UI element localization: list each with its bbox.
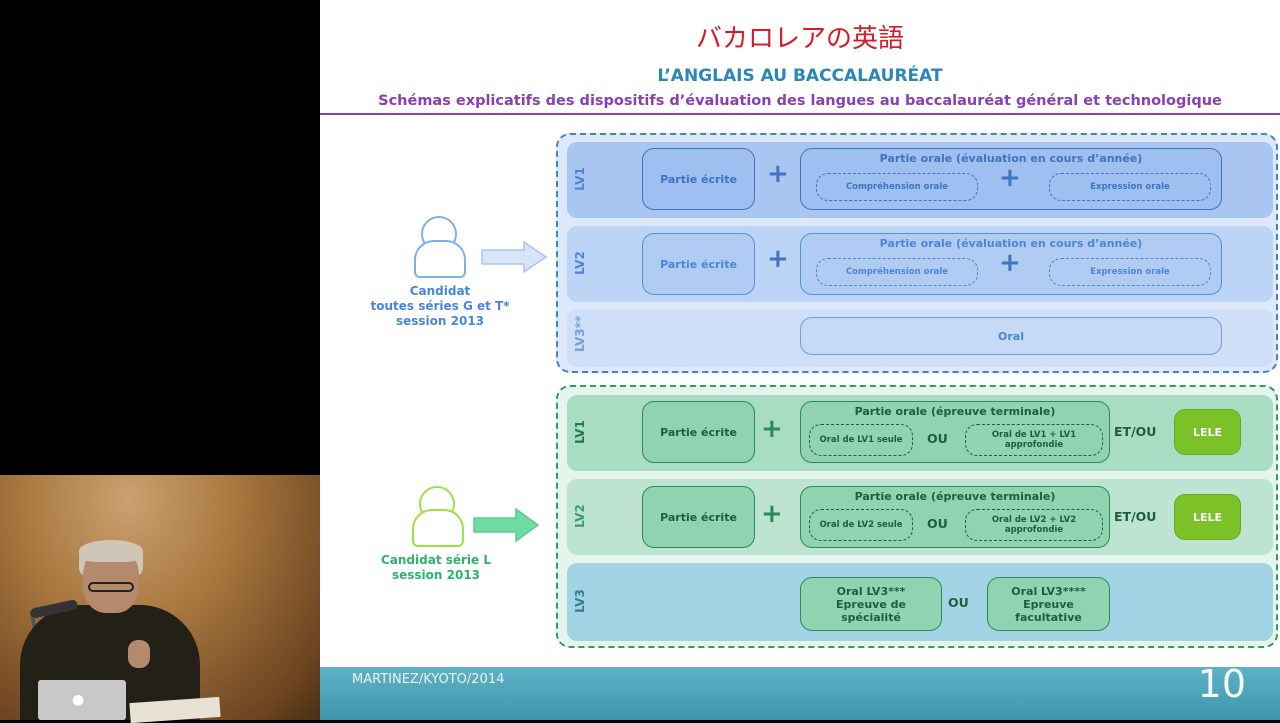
laptop xyxy=(38,680,126,720)
gt-lv1-partie-ecrite: Partie écrite xyxy=(642,148,755,210)
arrow-right-icon xyxy=(481,240,548,274)
plus-icon: + xyxy=(767,159,789,189)
speaker-glasses xyxy=(88,582,134,592)
candidat-l-line2: session 2013 xyxy=(391,568,481,582)
l-lv2-lele: LELE xyxy=(1175,495,1240,539)
plus-icon: + xyxy=(767,244,789,274)
l-row-lv3-label: LV3 xyxy=(573,589,587,613)
l-lv2-ou: OU xyxy=(927,516,948,531)
l-lv2-etou: ET/OU xyxy=(1114,509,1157,524)
l-lv1-lele: LELE xyxy=(1175,410,1240,454)
l-lv1-oral-seule: Oral de LV1 seule xyxy=(809,424,913,456)
candidat-gt-line2: toutes séries G et T* xyxy=(370,299,510,313)
l-lv2-oral-seule: Oral de LV2 seule xyxy=(809,509,913,541)
l-lv1-ou: OU xyxy=(927,431,948,446)
l-lv2-oral-approfondie: Oral de LV2 + LV2 approfondie xyxy=(965,509,1103,541)
apple-logo-icon: ● xyxy=(72,692,85,708)
gt-lv2-expression-orale: Expression orale xyxy=(1049,258,1211,286)
gt-lv1-expression-orale: Expression orale xyxy=(1049,173,1211,201)
gt-lv2-comprehension-orale: Compréhension orale xyxy=(816,258,978,286)
candidat-gt-label: Candidat toutes séries G et T* session 2… xyxy=(360,284,520,329)
l-lv2-partie-orale: Partie orale (épreuve terminale) Oral de… xyxy=(800,486,1110,548)
speaker-hair-top xyxy=(79,540,143,562)
gt-row-lv1-label: LV1 xyxy=(573,167,587,191)
footer-author: MARTINEZ/KYOTO/2014 xyxy=(352,672,505,687)
candidat-l-line1: Candidat série L xyxy=(380,553,492,567)
l-lv1-oral-approfondie: Oral de LV1 + LV1 approfondie xyxy=(965,424,1103,456)
l-lv1-partie-ecrite: Partie écrite xyxy=(642,401,755,463)
page-number: 10 xyxy=(1197,662,1246,706)
gt-lv1-oral-title: Partie orale (évaluation en cours d’anné… xyxy=(879,152,1143,165)
plus-icon: + xyxy=(761,499,783,529)
letterbox-area xyxy=(0,0,320,475)
plus-icon: + xyxy=(999,248,1021,278)
gt-row-lv2-label: LV2 xyxy=(573,251,587,275)
gt-lv3-oral: Oral xyxy=(800,317,1222,355)
l-lv3-ou: OU xyxy=(948,595,969,610)
candidat-l-label: Candidat série L session 2013 xyxy=(356,553,516,583)
l-lv1-etou: ET/OU xyxy=(1114,424,1157,439)
l-lv2-partie-ecrite: Partie écrite xyxy=(642,486,755,548)
presentation-slide: バカロレアの英語 L’ANGLAIS AU BACCALAURÉAT Schém… xyxy=(320,0,1280,720)
candidat-gt-line3: session 2013 xyxy=(395,314,485,328)
slide-title: バカロレアの英語 xyxy=(695,24,904,54)
l-row-lv1-label: LV1 xyxy=(573,420,587,444)
gt-lv1-partie-orale: Partie orale (évaluation en cours d’anné… xyxy=(800,148,1222,210)
plus-icon: + xyxy=(999,163,1021,193)
l-lv1-partie-orale: Partie orale (épreuve terminale) Oral de… xyxy=(800,401,1110,463)
l-lv3-oral-specialite: Oral LV3*** Epreuve de spécialité xyxy=(800,577,942,631)
heading-divider xyxy=(320,113,1280,115)
slide-footer: MARTINEZ/KYOTO/2014 10 xyxy=(320,662,1280,720)
slide-schemas-heading: Schémas explicatifs des dispositifs d’év… xyxy=(378,93,1222,109)
slide-subtitle: L’ANGLAIS AU BACCALAURÉAT xyxy=(657,66,943,86)
l-lv2-oral-title: Partie orale (épreuve terminale) xyxy=(854,490,1056,503)
gt-lv1-comprehension-orale: Compréhension orale xyxy=(816,173,978,201)
gt-row-lv3-label: LV3** xyxy=(573,315,587,352)
arrow-right-icon xyxy=(473,507,540,543)
l-lv3-oral-facultative: Oral LV3**** Epreuve facultative xyxy=(987,577,1110,631)
gt-lv2-oral-title: Partie orale (évaluation en cours d’anné… xyxy=(879,237,1143,250)
l-lv1-oral-title: Partie orale (épreuve terminale) xyxy=(854,405,1056,418)
candidat-gt-line1: Candidat xyxy=(409,284,471,298)
speaker-hand xyxy=(128,640,150,668)
l-row-lv2-label: LV2 xyxy=(573,504,587,528)
plus-icon: + xyxy=(761,414,783,444)
gt-lv2-partie-ecrite: Partie écrite xyxy=(642,233,755,295)
gt-lv2-partie-orale: Partie orale (évaluation en cours d’anné… xyxy=(800,233,1222,295)
